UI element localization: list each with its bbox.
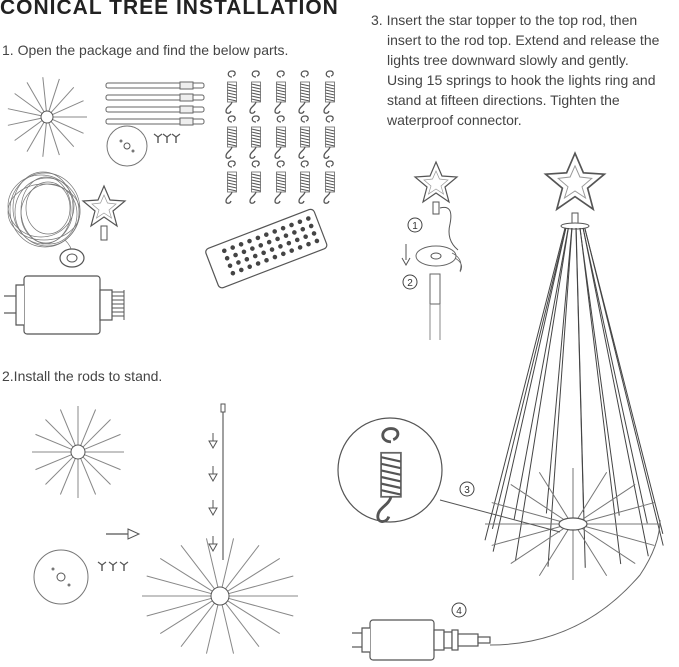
- star-topper-icon: [414, 161, 459, 251]
- screws: [153, 133, 181, 144]
- spring-hook-icon: [298, 70, 311, 114]
- star-topper-icon: [82, 185, 126, 241]
- spring-hook-icon: [298, 160, 311, 204]
- callout-number: 4: [451, 602, 467, 618]
- light-ring: [415, 245, 463, 273]
- rod-stand-hub: [32, 406, 124, 498]
- spring-hook-icon: [323, 70, 336, 114]
- top-rod: [220, 403, 226, 560]
- svg-text:3: 3: [464, 485, 470, 496]
- svg-text:4: 4: [456, 606, 462, 617]
- spring-hook-icon: [225, 70, 336, 204]
- step-3-line: 3. Insert the star topper to the top rod…: [371, 12, 638, 28]
- spring-hook-icon: [274, 115, 287, 159]
- right-arrow-icon: [106, 528, 141, 540]
- callout-number: 3: [459, 481, 475, 497]
- step-1-text: 1. Open the package and find the below p…: [2, 42, 289, 58]
- rod-stand-hub: [7, 77, 87, 157]
- base-disc: [33, 549, 89, 605]
- light-string-coil: [7, 171, 81, 259]
- step-3-text: 3. Insert the star topper to the top rod…: [371, 10, 676, 130]
- step-3-line: insert to the rod top. Extend and releas…: [387, 32, 660, 48]
- plug-adapter-icon: [4, 275, 125, 335]
- rod-top: [429, 273, 441, 340]
- step-3-line: stand at fifteen directions. Tighten the: [387, 92, 620, 108]
- conical-light-tree: [484, 227, 664, 568]
- step-2-text: 2.Install the rods to stand.: [2, 368, 163, 384]
- spring-hook-icon: [274, 70, 287, 114]
- spring-hook-icon: [225, 115, 238, 159]
- screws: [97, 561, 129, 572]
- step-3-line: Using 15 springs to hook the lights ring…: [387, 72, 656, 88]
- spring-hook-icon: [225, 160, 238, 204]
- remote-control-icon: [205, 208, 328, 289]
- spring-hook-icon: [225, 70, 238, 114]
- step-3-line: waterproof connector.: [387, 112, 522, 128]
- down-arrow-icon: [208, 433, 218, 553]
- rods: [105, 81, 205, 126]
- light-ring: [59, 248, 85, 268]
- page-title: CONICAL TREE INSTALLATION: [0, 0, 339, 19]
- spring-hook-icon: [298, 115, 311, 159]
- spring-hook-icon: [249, 115, 262, 159]
- step-3-line: lights tree downward slowly and gently.: [387, 52, 629, 68]
- tree-base-hub: [485, 468, 661, 580]
- spring-hook-icon: [274, 160, 287, 204]
- svg-text:1: 1: [412, 221, 418, 232]
- spring-hook-icon: [249, 70, 262, 114]
- spring-detail-magnifier: [337, 417, 561, 533]
- down-arrow-icon: [401, 244, 411, 267]
- star-topper-icon: [544, 152, 606, 230]
- spring-hook-icon: [323, 160, 336, 204]
- spring-hook-icon: [249, 160, 262, 204]
- svg-text:2: 2: [407, 278, 413, 289]
- callout-number: 2: [402, 274, 418, 290]
- base-disc: [106, 125, 148, 167]
- callout-number: 1: [407, 217, 423, 233]
- plug-adapter-icon: [352, 519, 661, 661]
- spring-hook-icon: [323, 115, 336, 159]
- rod-stand-assembled: [142, 538, 298, 654]
